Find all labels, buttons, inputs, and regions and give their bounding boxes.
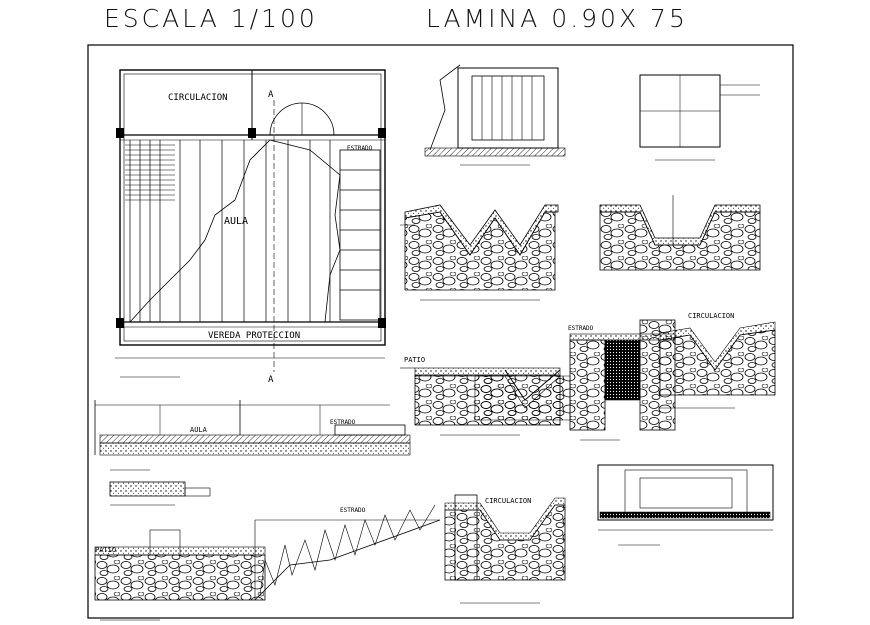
detail-estrado-plan — [597, 464, 774, 546]
label-aula-plan: AULA — [224, 216, 248, 227]
label-circulacion-plan: CIRCULACION — [168, 93, 228, 103]
detail-machihembrado — [109, 481, 211, 506]
detail-drain-grate — [424, 64, 566, 166]
sheet-size-title: LAMINA 0.90X 75 — [426, 4, 688, 33]
drawing-scale-title: ESCALA 1/100 — [104, 4, 318, 33]
label-estrado-plan: ESTRADO — [347, 145, 373, 152]
label-patio-mid: PATIO — [404, 356, 425, 364]
detail-expansion-joint — [599, 195, 761, 271]
label-estrado-mid: ESTRADO — [568, 325, 594, 332]
detail-section-c-c: ESTRADO — [568, 319, 676, 441]
floor-plan-view: A A CIRCULACION AULA ESTRADO VEREDA PROT… — [115, 69, 386, 385]
label-estrado-low: ESTRADO — [340, 507, 366, 514]
label-patio-low: PATIO — [95, 546, 116, 554]
detail-vereda-cuneta-pluvial-bottom: CIRCULACION — [444, 494, 566, 604]
label-aula-section: AULA — [190, 426, 208, 434]
section-mark-a-bottom: A — [268, 375, 274, 385]
detail-patio-module-section-bottom: PATIO ESTRADO — [94, 504, 441, 621]
sheet-frame — [87, 44, 794, 619]
label-circulacion-mid: CIRCULACION — [688, 312, 734, 320]
label-vereda-proteccion: VEREDA PROTECCION — [208, 331, 300, 341]
section-a-a-view: AULA ESTRADO — [94, 400, 411, 471]
detail-patio-module-section: PATIO — [400, 356, 571, 436]
detail-patio-module-plan — [639, 74, 760, 161]
detail-section-sidewalk-gutter — [400, 204, 559, 301]
section-mark-a-top: A — [268, 90, 274, 100]
label-circulacion-low: CIRCULACION — [485, 497, 531, 505]
label-estrado-section: ESTRADO — [330, 419, 356, 426]
detail-vereda-cuneta-pluvial-mid: CIRCULACION — [659, 312, 776, 409]
